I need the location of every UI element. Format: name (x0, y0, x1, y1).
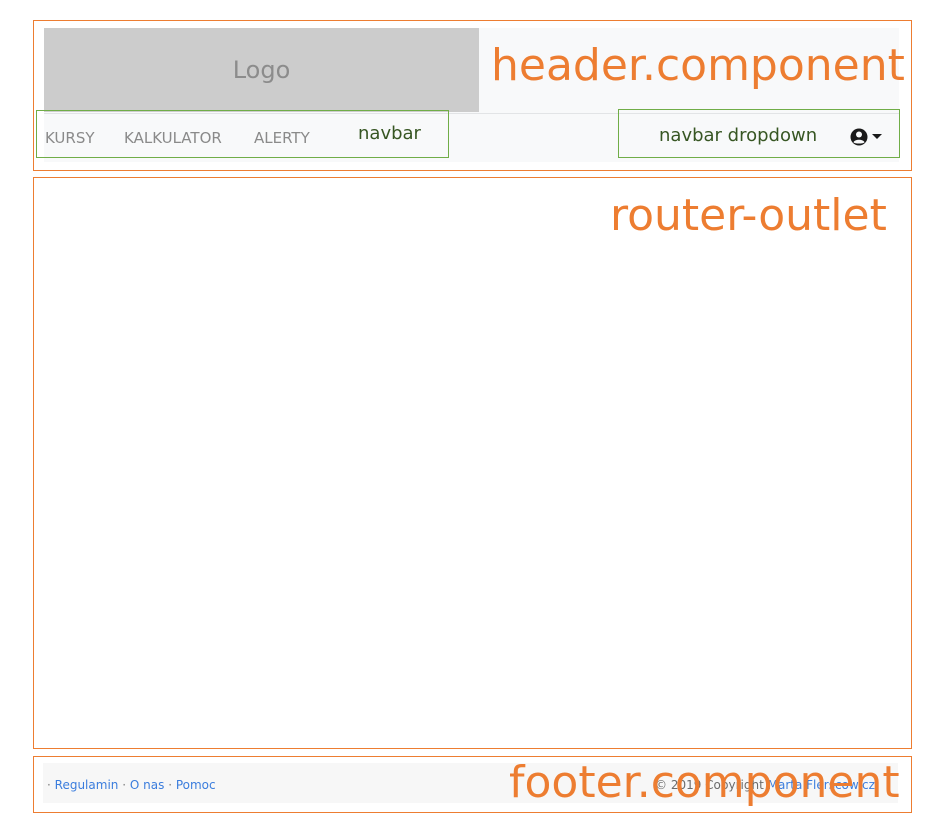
footer-background (43, 763, 898, 803)
router-outlet-label: router-outlet (610, 190, 887, 241)
logo-placeholder[interactable]: Logo (44, 28, 479, 112)
footer-component-box (33, 756, 912, 813)
user-dropdown-toggle[interactable] (849, 126, 889, 148)
footer-link-o-nas[interactable]: O nas (129, 778, 165, 792)
router-outlet-box (33, 177, 912, 749)
caret-down-icon (872, 134, 882, 139)
footer-link-regulamin[interactable]: Regulamin (54, 778, 119, 792)
navbar-annotation-box (36, 110, 449, 158)
navbar-divider (44, 113, 899, 114)
nav-link-kursy[interactable]: KURSY (45, 129, 95, 147)
footer-links: · Regulamin · O nas · Pomoc (47, 778, 216, 792)
footer-link-pomoc[interactable]: Pomoc (175, 778, 216, 792)
navbar-dropdown-annotation-box (618, 109, 900, 158)
navbar-dropdown-annotation-label: navbar dropdown (659, 125, 818, 146)
nav-link-alerty[interactable]: ALERTY (254, 129, 310, 147)
copyright-text: © 2019 Copyright Marta Flerscowicz (655, 778, 875, 792)
header-component-label: header.component (491, 40, 905, 91)
footer-separator: · (47, 778, 51, 792)
nav-link-kalkulator[interactable]: KALKULATOR (124, 129, 222, 147)
footer-separator: · (168, 778, 173, 792)
navbar-annotation-label: navbar (358, 123, 421, 144)
footer-separator: · (122, 778, 127, 792)
copyright-author-link[interactable]: Marta Flerscowicz (767, 778, 875, 792)
user-circle-icon (850, 128, 868, 146)
copyright-prefix: © 2019 Copyright (655, 778, 764, 792)
logo-text: Logo (232, 56, 291, 84)
header-component-box (33, 20, 912, 171)
footer-component-label: footer.component (509, 757, 900, 808)
